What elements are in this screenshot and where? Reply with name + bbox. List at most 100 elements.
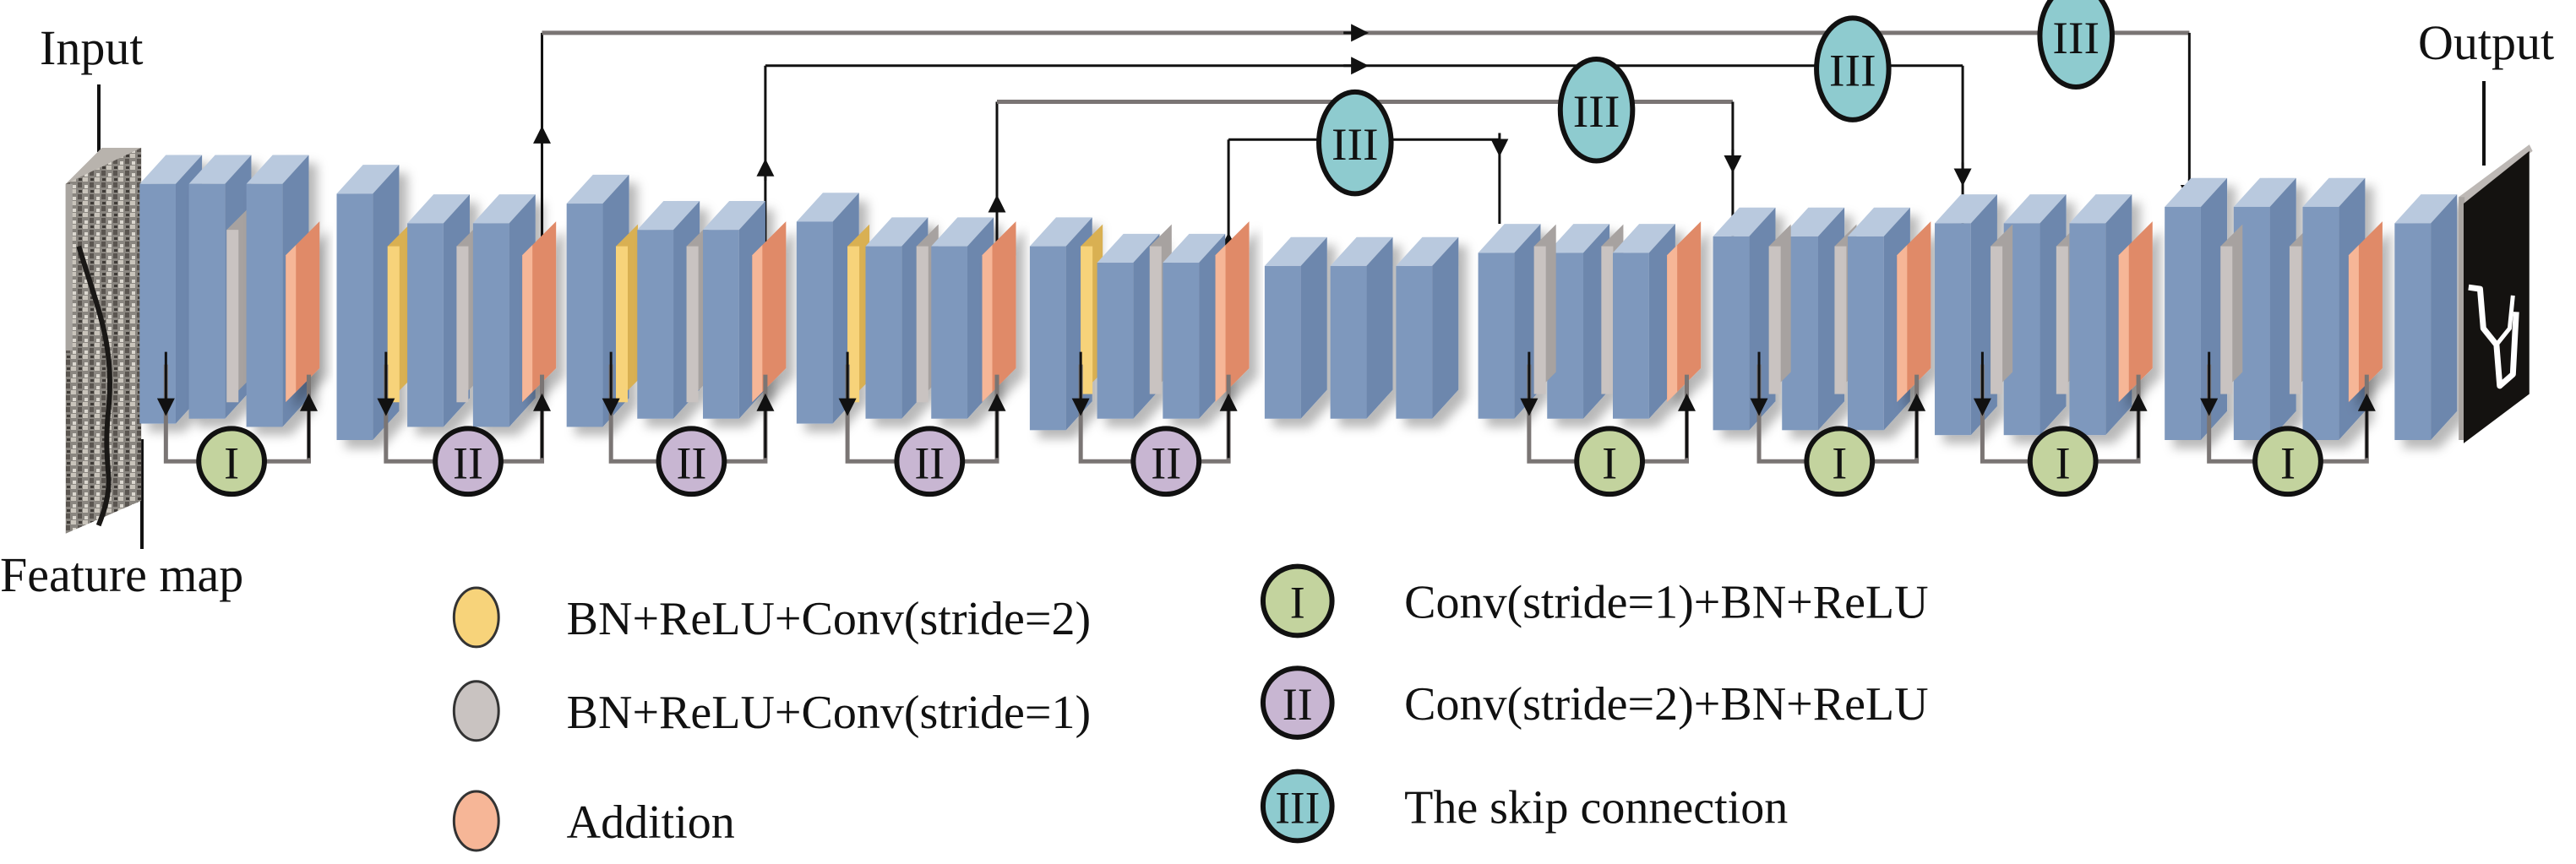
addition-layer [286, 221, 320, 402]
plate-top-face [1713, 207, 1776, 236]
plate-front-face [1097, 263, 1134, 419]
module-III-circle-numeral: III [1332, 119, 1379, 170]
addition-plate-edge [2348, 245, 2359, 402]
bn-relu-conv-stride1-layer [2220, 224, 2243, 394]
block-bridge [1264, 236, 1459, 419]
bn-relu-conv-stride2-layer [616, 224, 638, 403]
plate-top-face [1029, 217, 1092, 247]
residual-connection-enc5: II [1071, 351, 1238, 497]
residual-connection-enc3: II [602, 351, 775, 497]
legend-label: Conv(stride=1)+BN+ReLU [1404, 577, 1928, 629]
plate-top-face [1163, 233, 1226, 264]
plate-front-face [703, 230, 739, 419]
plate-top-face [2165, 177, 2228, 207]
skip-connection-2: III [756, 15, 1972, 255]
feature-plate [1478, 224, 1541, 419]
plate-front-face [1935, 223, 1971, 436]
residual-connection-enc4: II [838, 351, 1006, 497]
feature-plate [1330, 236, 1393, 419]
plate-top-face [336, 165, 400, 194]
plate-top-face [1097, 233, 1160, 264]
plate-side-face [1432, 236, 1459, 419]
feature-map-label: Feature map [0, 547, 243, 602]
plate-side-face [2431, 194, 2458, 440]
bn-relu-conv-stride2-layer [847, 224, 870, 403]
addition-plate-edge [286, 245, 297, 402]
bn-relu-conv-stride1-layer-face [686, 246, 699, 403]
legend-module-II-icon: II [1260, 666, 1335, 740]
plate-top-face [1547, 224, 1610, 253]
crack-branch [2494, 295, 2515, 346]
plate-front-face [407, 223, 444, 427]
module-I-circle: I [2252, 426, 2323, 497]
bn-relu-conv-stride1-layer-face [916, 246, 929, 403]
output-label: Output [2418, 15, 2554, 70]
module-II-circle: II [1130, 426, 1202, 497]
block-enc1 [139, 155, 320, 427]
module-III-circle-numeral: III [1573, 86, 1620, 137]
bn-relu-conv-stride2-layer-face [847, 246, 860, 403]
plate-front-face [139, 183, 177, 424]
plate-front-face [566, 204, 603, 427]
module-I-circle-shape [2027, 426, 2099, 497]
module-II-circle-numeral: II [453, 437, 483, 488]
module-II-circle: II [894, 426, 966, 497]
bn-relu-conv-stride2-layer [387, 224, 410, 403]
module-I-circle-numeral: I [2056, 437, 2071, 488]
module-I-circle-numeral: I [1602, 437, 1617, 488]
legend-label: The skip connection [1404, 782, 1788, 834]
module-III-circle: III [1557, 56, 1636, 164]
bn-relu-conv-stride1-layer-face [2056, 246, 2068, 394]
plate-front-face [637, 230, 674, 419]
module-III-circle-shape [2037, 0, 2115, 90]
plate-front-face [1330, 265, 1367, 419]
network-blocks [65, 144, 2533, 534]
addition-layer [522, 221, 557, 402]
residual-connection-dec4: I [2200, 351, 2376, 497]
plate-front-face [336, 193, 373, 440]
legend-module-II-icon-shape [1260, 666, 1335, 740]
addition-layer [982, 221, 1016, 402]
feature-plate [1264, 236, 1327, 419]
bn-relu-conv-stride1-layer-face [456, 246, 469, 403]
addition-plate-edge [1215, 245, 1226, 402]
plate-top-face [2394, 194, 2458, 224]
module-III-circle-shape [1814, 15, 1892, 122]
plate-front-face [1264, 265, 1301, 419]
module-I-circle: I [2027, 426, 2099, 497]
plate-front-face [1396, 265, 1433, 419]
module-III-circle: III [1316, 89, 1394, 197]
addition-plate-edge [1897, 245, 1908, 402]
addition-layer [752, 221, 787, 402]
bn-relu-conv-stride1-layer [1533, 224, 1556, 394]
feature-plate [566, 174, 629, 427]
plate-top-face [472, 194, 536, 224]
module-I-circle-numeral: I [1832, 437, 1847, 488]
plate-top-face [1613, 224, 1675, 253]
plate-front-face [188, 183, 226, 419]
legend-module-III-icon-shape [1260, 769, 1335, 844]
plate-front-face [1163, 263, 1200, 419]
plate-front-face [1478, 253, 1515, 419]
feature-plate [1935, 194, 1997, 436]
module-II-circle-shape [433, 426, 504, 497]
plate-top-face [2233, 177, 2296, 207]
block-dec3 [1935, 194, 2153, 436]
module-II-circle: II [656, 426, 727, 497]
plate-top-face [2069, 194, 2132, 224]
module-II-circle-numeral: II [676, 437, 706, 488]
legend-module-I-icon-shape [1260, 563, 1335, 638]
residual-connection-dec1: I [1520, 351, 1696, 497]
plate-top-face [1478, 224, 1541, 253]
bn-relu-conv-stride1-layer-face [226, 230, 239, 403]
plate-front-face [2165, 206, 2201, 440]
module-III-circle-shape [1557, 56, 1636, 164]
module-I-circle-numeral: I [2280, 437, 2296, 488]
module-I-circle-shape [1804, 426, 1876, 497]
addition-plate-edge [752, 245, 763, 402]
feature-plate [2165, 177, 2228, 440]
module-II-circle: II [433, 426, 504, 497]
